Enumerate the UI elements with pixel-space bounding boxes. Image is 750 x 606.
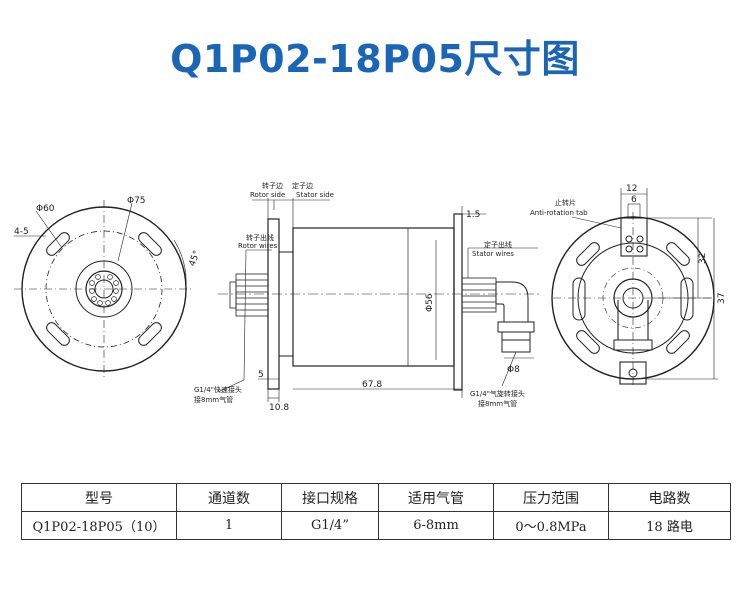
stator-wires [461,277,497,313]
dim-tab-width: 12 [626,184,637,194]
cell-circuits: 18 路电 [608,511,731,540]
dim-tab-slot: 6 [631,195,637,205]
elbow-fitting [495,281,535,353]
label-stator-wires-en: Stator wires [472,250,514,258]
dim-flange-length: 10.8 [269,403,289,413]
page-title: Q1P02-18P05尺寸图 [170,37,580,81]
spec-table: 型号 通道数 接口规格 适用气管 压力范围 电路数 Q1P02-18P05（10… [21,483,731,540]
cell-model: Q1P02-18P05（10） [21,511,177,540]
label-anti-rotation-cn: 止转片 [555,198,576,207]
table-header: 适用气管 [378,483,494,512]
back-slots [576,242,690,354]
table-header: 通道数 [176,483,282,512]
dim-bolt-circle: Φ60 [36,204,55,214]
label-rotary-fitting: G1/4"气旋转接头 [470,389,525,398]
side-view [217,198,540,402]
label-rotor-wires-cn: 转子出线 [246,233,274,242]
dim-body-diameter: Φ56 [425,293,435,312]
label-stator-side-en: Stator side [296,191,334,199]
cell-pressure: 0～0.8MPa [493,511,609,540]
label-quick-fitting-tube: 接8mm气管 [194,395,233,404]
cell-tube: 6-8mm [378,511,494,540]
rotor-connector [229,273,269,317]
label-rotor-side-cn: 转子边 [262,181,283,190]
dim-one-point-five: 1.5 [466,210,480,220]
dim-outer-diameter: Φ75 [127,196,146,206]
table-header: 电路数 [608,483,731,512]
front-pins [89,274,119,306]
label-anti-rotation-en: Anti-rotation tab [530,209,588,217]
table-row: Q1P02-18P05（10） 1 G1/4” 6-8mm 0～0.8MPa 1… [21,511,731,540]
label-quick-fitting: G1/4"快速接头 [194,385,242,394]
label-rotary-fitting-tube: 接8mm气管 [478,399,517,408]
cell-interface: G1/4” [281,511,379,540]
front-view [14,200,194,378]
table-header: 型号 [21,483,177,512]
table-header-row: 型号 通道数 接口规格 适用气管 压力范围 电路数 [21,483,731,512]
dim-five: 5 [258,370,264,380]
table-header: 接口规格 [281,483,379,512]
dim-tab-height: 32 [698,253,708,264]
table-header: 压力范围 [493,483,609,512]
dimension-drawing: Φ60 Φ75 4-5 45° [14,181,727,413]
dim-body-length: 67.8 [362,380,382,390]
label-stator-side-cn: 定子边 [292,181,313,190]
label-rotor-side-en: Rotor side [250,191,285,199]
dim-slot-count: 4-5 [14,227,29,237]
front-slots [46,232,162,346]
dim-fitting-diameter: Φ8 [507,365,520,375]
cell-channels: 1 [176,511,282,540]
dim-angle: 45° [188,249,203,267]
label-stator-wires-cn: 定子出线 [484,240,512,249]
label-rotor-wires-en: Rotor wires [238,242,278,250]
dim-overall-height: 37 [717,293,727,304]
back-view [551,188,718,385]
